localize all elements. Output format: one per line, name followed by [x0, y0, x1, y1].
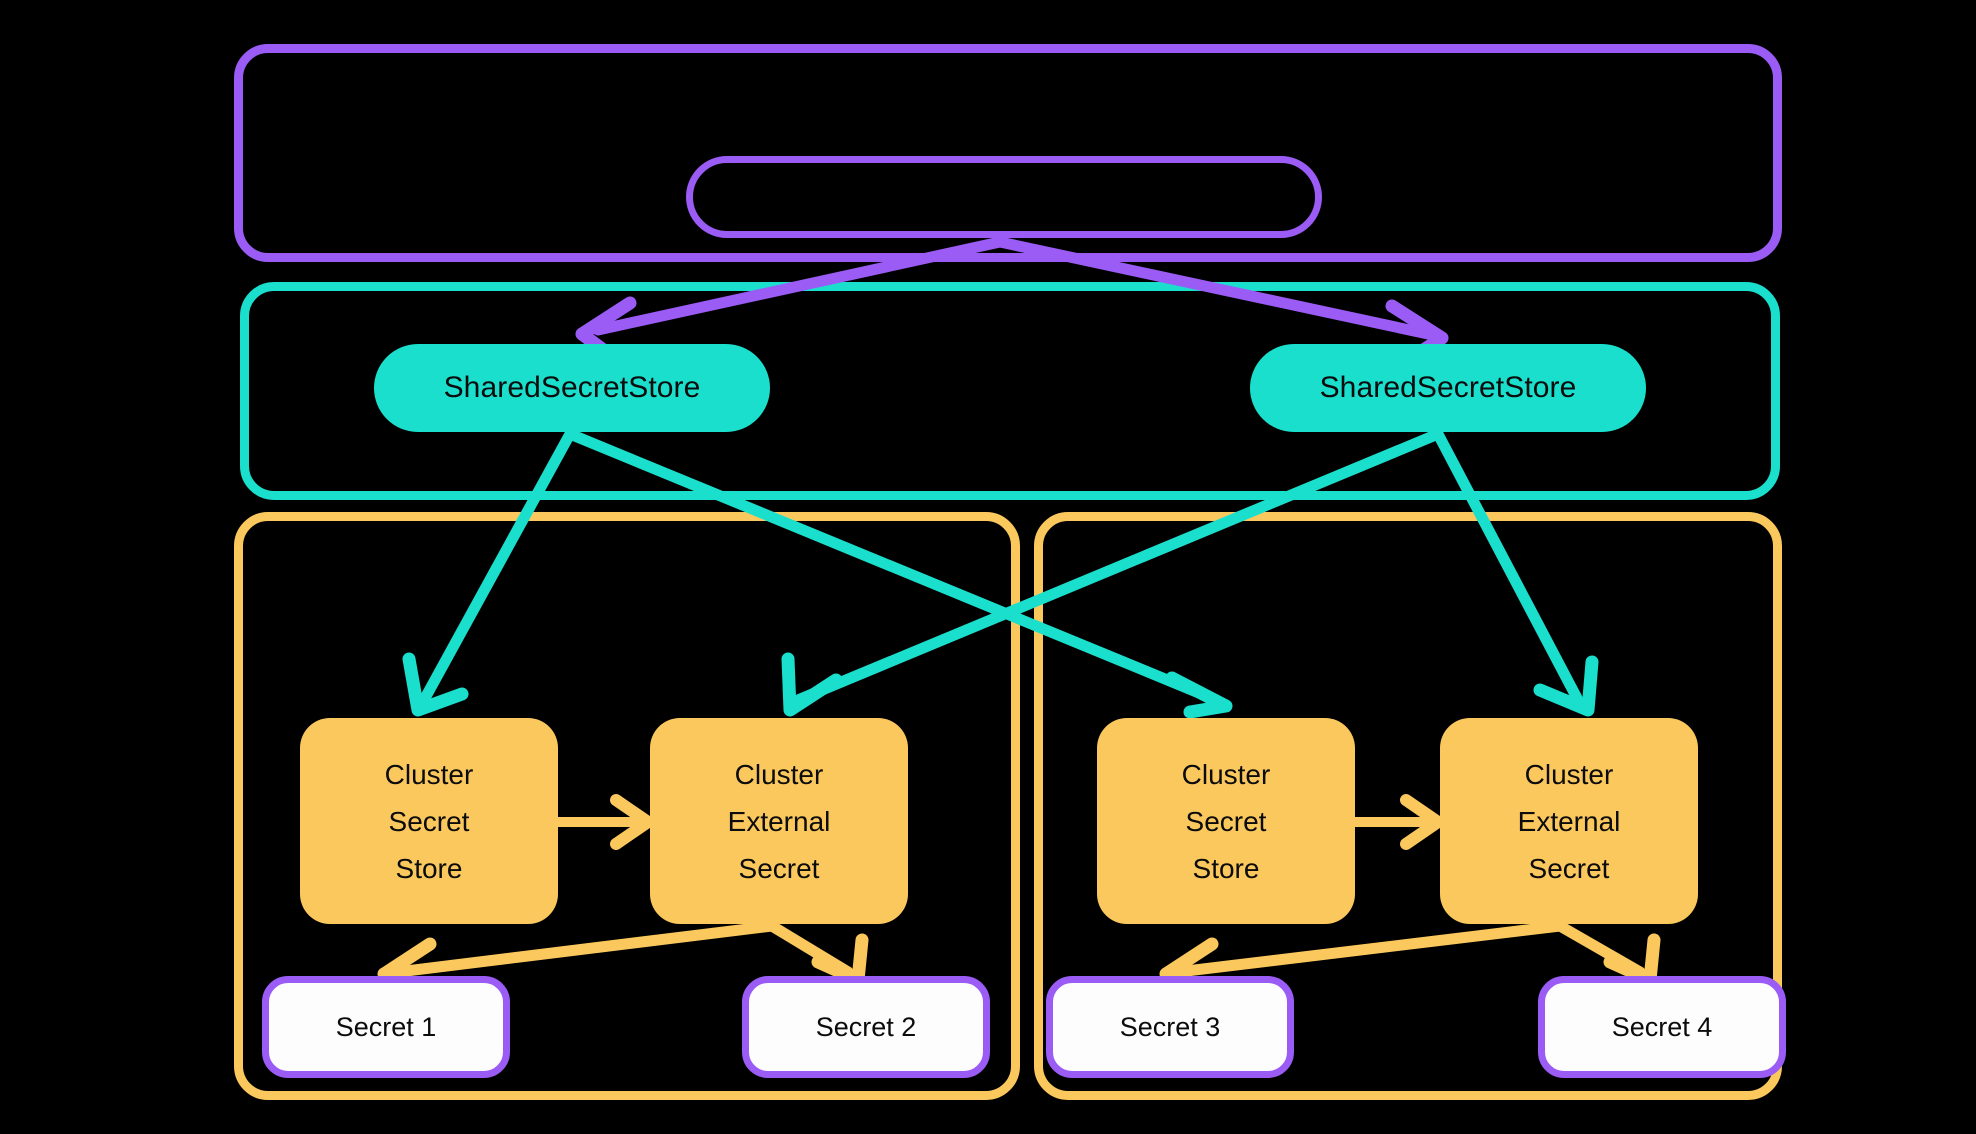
cluster-external-secret-left-label-line1: Cluster	[734, 758, 824, 790]
secret-4-node[interactable]: Secret 4	[1538, 976, 1786, 1078]
cluster-external-secret-right-label-line2: External	[1517, 805, 1621, 837]
secret-1-label: Secret 1	[335, 1011, 437, 1042]
cluster-external-secret-right-node[interactable]: Cluster External Secret	[1440, 718, 1698, 924]
cluster-external-secret-right-label-line3: Secret	[1528, 852, 1610, 884]
cluster-secret-store-right-label-line1: Cluster	[1181, 758, 1271, 790]
cluster-secret-store-right-label-line3: Store	[1192, 852, 1260, 884]
secret-3-node[interactable]: Secret 3	[1046, 976, 1294, 1078]
operator-inner-node-container[interactable]	[686, 156, 1322, 238]
shared-secret-store-right-label: SharedSecretStore	[1319, 371, 1577, 404]
secret-1-node[interactable]: Secret 1	[262, 976, 510, 1078]
secret-3-label: Secret 3	[1119, 1011, 1221, 1042]
cluster-secret-store-right-node[interactable]: Cluster Secret Store	[1097, 718, 1355, 924]
cluster-secret-store-left-label-line3: Store	[395, 852, 463, 884]
cluster-secret-store-left-label-line1: Cluster	[384, 758, 474, 790]
cluster-external-secret-left-node[interactable]: Cluster External Secret	[650, 718, 908, 924]
shared-secret-store-left-label: SharedSecretStore	[443, 371, 701, 404]
secret-2-label: Secret 2	[815, 1011, 917, 1042]
shared-secret-store-right-node[interactable]: SharedSecretStore	[1250, 344, 1646, 432]
secret-2-node[interactable]: Secret 2	[742, 976, 990, 1078]
cluster-secret-store-left-label-line2: Secret	[388, 805, 470, 837]
secret-4-label: Secret 4	[1611, 1011, 1713, 1042]
cluster-external-secret-left-label-line2: External	[727, 805, 831, 837]
shared-secret-store-left-node[interactable]: SharedSecretStore	[374, 344, 770, 432]
cluster-secret-store-right-label-line2: Secret	[1185, 805, 1267, 837]
cluster-external-secret-left-label-line3: Secret	[738, 852, 820, 884]
cluster-external-secret-right-label-line1: Cluster	[1524, 758, 1614, 790]
cluster-secret-store-left-node[interactable]: Cluster Secret Store	[300, 718, 558, 924]
